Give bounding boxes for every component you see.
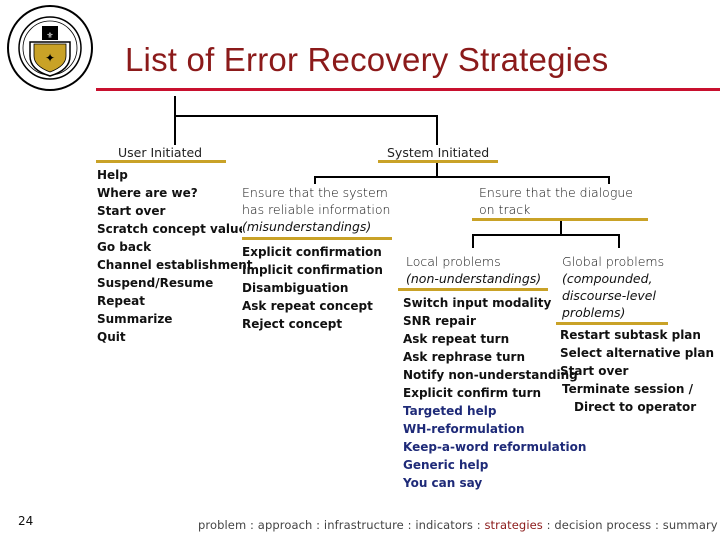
list-item: Targeted help xyxy=(403,404,497,418)
list-item: Start over xyxy=(560,364,629,378)
list-item: Select alternative plan xyxy=(560,346,715,360)
global-strategies: Restart subtask plan Select alternative … xyxy=(560,326,714,416)
list-item: Ask rephrase turn xyxy=(403,350,525,364)
list-item: Direct to operator xyxy=(574,400,697,414)
footer-separator: : xyxy=(246,518,258,532)
dialogue-track-header: Ensure that the dialogue on track xyxy=(479,185,633,217)
title-divider xyxy=(96,88,720,91)
list-item: Explicit confirm turn xyxy=(403,386,542,400)
footer-nav: problem : approach : infrastructure : in… xyxy=(198,518,718,532)
list-item: Keep-a-word reformulation xyxy=(403,440,587,454)
tree-left-drop xyxy=(174,115,176,145)
tree-right-drop xyxy=(436,115,438,145)
dialogue-left-drop xyxy=(472,234,474,248)
system-right-drop xyxy=(608,176,610,184)
list-item: Explicit confirmation xyxy=(242,245,382,259)
system-branch-line xyxy=(314,176,610,178)
list-item: Repeat xyxy=(97,294,145,308)
list-item: Generic help xyxy=(403,458,489,472)
list-item: Reject concept xyxy=(242,317,343,331)
tree-root-line xyxy=(174,96,176,116)
university-seal-icon: ⚜ ✦ xyxy=(6,4,94,92)
list-item: Channel establishment xyxy=(97,258,253,272)
footer-separator: : xyxy=(542,518,555,532)
footer-link-problem[interactable]: problem xyxy=(198,518,247,532)
list-item: Start over xyxy=(97,204,166,218)
footer-link-indicators[interactable]: indicators xyxy=(415,518,473,532)
misunderstanding-header: Ensure that the system has reliable info… xyxy=(242,184,395,235)
list-item: Where are we? xyxy=(97,186,198,200)
list-item: Disambiguation xyxy=(242,281,349,295)
local-strategies: Switch input modality SNR repair Ask rep… xyxy=(403,294,586,492)
dialogue-branch-line xyxy=(472,234,620,236)
list-item: Help xyxy=(97,168,128,182)
footer-link-strategies[interactable]: strategies xyxy=(484,518,543,532)
list-item: Suspend/Resume xyxy=(97,276,214,290)
user-initiated-list: Help Where are we? Start over Scratch co… xyxy=(97,166,253,346)
user-initiated-header: User Initiated xyxy=(118,145,203,160)
global-problems-header: Global problems (compounded, discourse-l… xyxy=(562,254,665,320)
list-item: Summarize xyxy=(97,312,173,326)
list-item: Restart subtask plan xyxy=(560,328,701,342)
footer-link-summary[interactable]: summary xyxy=(662,518,718,532)
list-item: Scratch concept value xyxy=(97,222,247,236)
page-number: 24 xyxy=(18,514,34,528)
footer-link-decision-process[interactable]: decision process xyxy=(554,518,652,532)
list-item: Notify non-understanding xyxy=(403,368,578,382)
dialogue-track-underline xyxy=(472,218,648,221)
dialogue-branch-drop xyxy=(560,221,562,235)
svg-text:✦: ✦ xyxy=(45,51,55,65)
dialogue-right-drop xyxy=(618,234,620,248)
misunderstanding-underline xyxy=(242,237,392,240)
list-item: Switch input modality xyxy=(403,296,552,310)
system-left-drop xyxy=(314,176,316,184)
list-item: Ask repeat turn xyxy=(403,332,510,346)
footer-separator: : xyxy=(472,518,485,532)
slide-title: List of Error Recovery Strategies xyxy=(125,41,609,78)
tree-branch-line xyxy=(174,115,438,117)
list-item: Implicit confirmation xyxy=(242,263,383,277)
list-item: You can say xyxy=(403,476,483,490)
list-item: WH-reformulation xyxy=(403,422,525,436)
list-item: SNR repair xyxy=(403,314,476,328)
svg-text:⚜: ⚜ xyxy=(46,31,53,40)
local-problems-header: Local problems (non-understandings) xyxy=(406,254,542,286)
footer-separator: : xyxy=(312,518,324,532)
system-initiated-header: System Initiated xyxy=(387,145,490,160)
footer-link-approach[interactable]: approach xyxy=(257,518,313,532)
list-item: Go back xyxy=(97,240,152,254)
system-branch-drop xyxy=(436,163,438,177)
footer-link-infrastructure[interactable]: infrastructure xyxy=(323,518,404,532)
misunderstanding-strategies: Explicit confirmation Implicit confirmat… xyxy=(242,243,383,333)
user-initiated-underline xyxy=(96,160,226,163)
list-item: Ask repeat concept xyxy=(242,299,373,313)
footer-separator: : xyxy=(651,518,663,532)
list-item: Terminate session / xyxy=(562,382,693,396)
footer-separator: : xyxy=(403,518,416,532)
global-problems-underline xyxy=(556,322,668,325)
list-item: Quit xyxy=(97,330,126,344)
local-problems-underline xyxy=(398,288,548,291)
system-initiated-underline xyxy=(378,160,498,163)
